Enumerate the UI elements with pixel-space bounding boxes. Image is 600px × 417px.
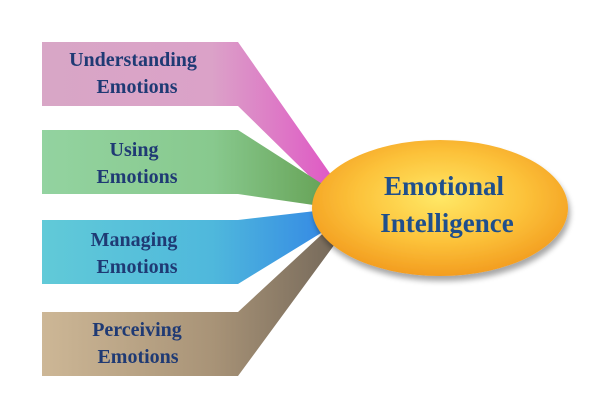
branch-label-line1: Using <box>110 139 159 161</box>
branch-perceiving-emotions: Perceiving Emotions <box>42 212 354 376</box>
branch-shape <box>42 42 350 206</box>
branch-managing-emotions: Managing Emotions <box>42 207 352 284</box>
center-label-line1: Emotional <box>384 171 505 201</box>
branch-shape <box>42 212 354 376</box>
branch-label-line2: Emotions <box>97 346 178 368</box>
branch-label-line2: Emotions <box>96 166 177 188</box>
branch-label-line1: Managing <box>91 229 178 251</box>
center-node: Emotional Intelligence <box>312 140 568 276</box>
branch-label-line2: Emotions <box>96 76 177 98</box>
center-label-line2: Intelligence <box>380 208 513 238</box>
branch-understanding-emotions: Understanding Emotions <box>42 42 350 206</box>
branch-label-line2: Emotions <box>96 256 177 278</box>
branch-shape <box>42 130 352 210</box>
center-ellipse <box>312 140 568 276</box>
branch-shape <box>42 207 352 284</box>
branch-label-line1: Perceiving <box>92 319 182 341</box>
branch-label-line1: Understanding <box>69 49 197 71</box>
branch-using-emotions: Using Emotions <box>42 130 352 210</box>
